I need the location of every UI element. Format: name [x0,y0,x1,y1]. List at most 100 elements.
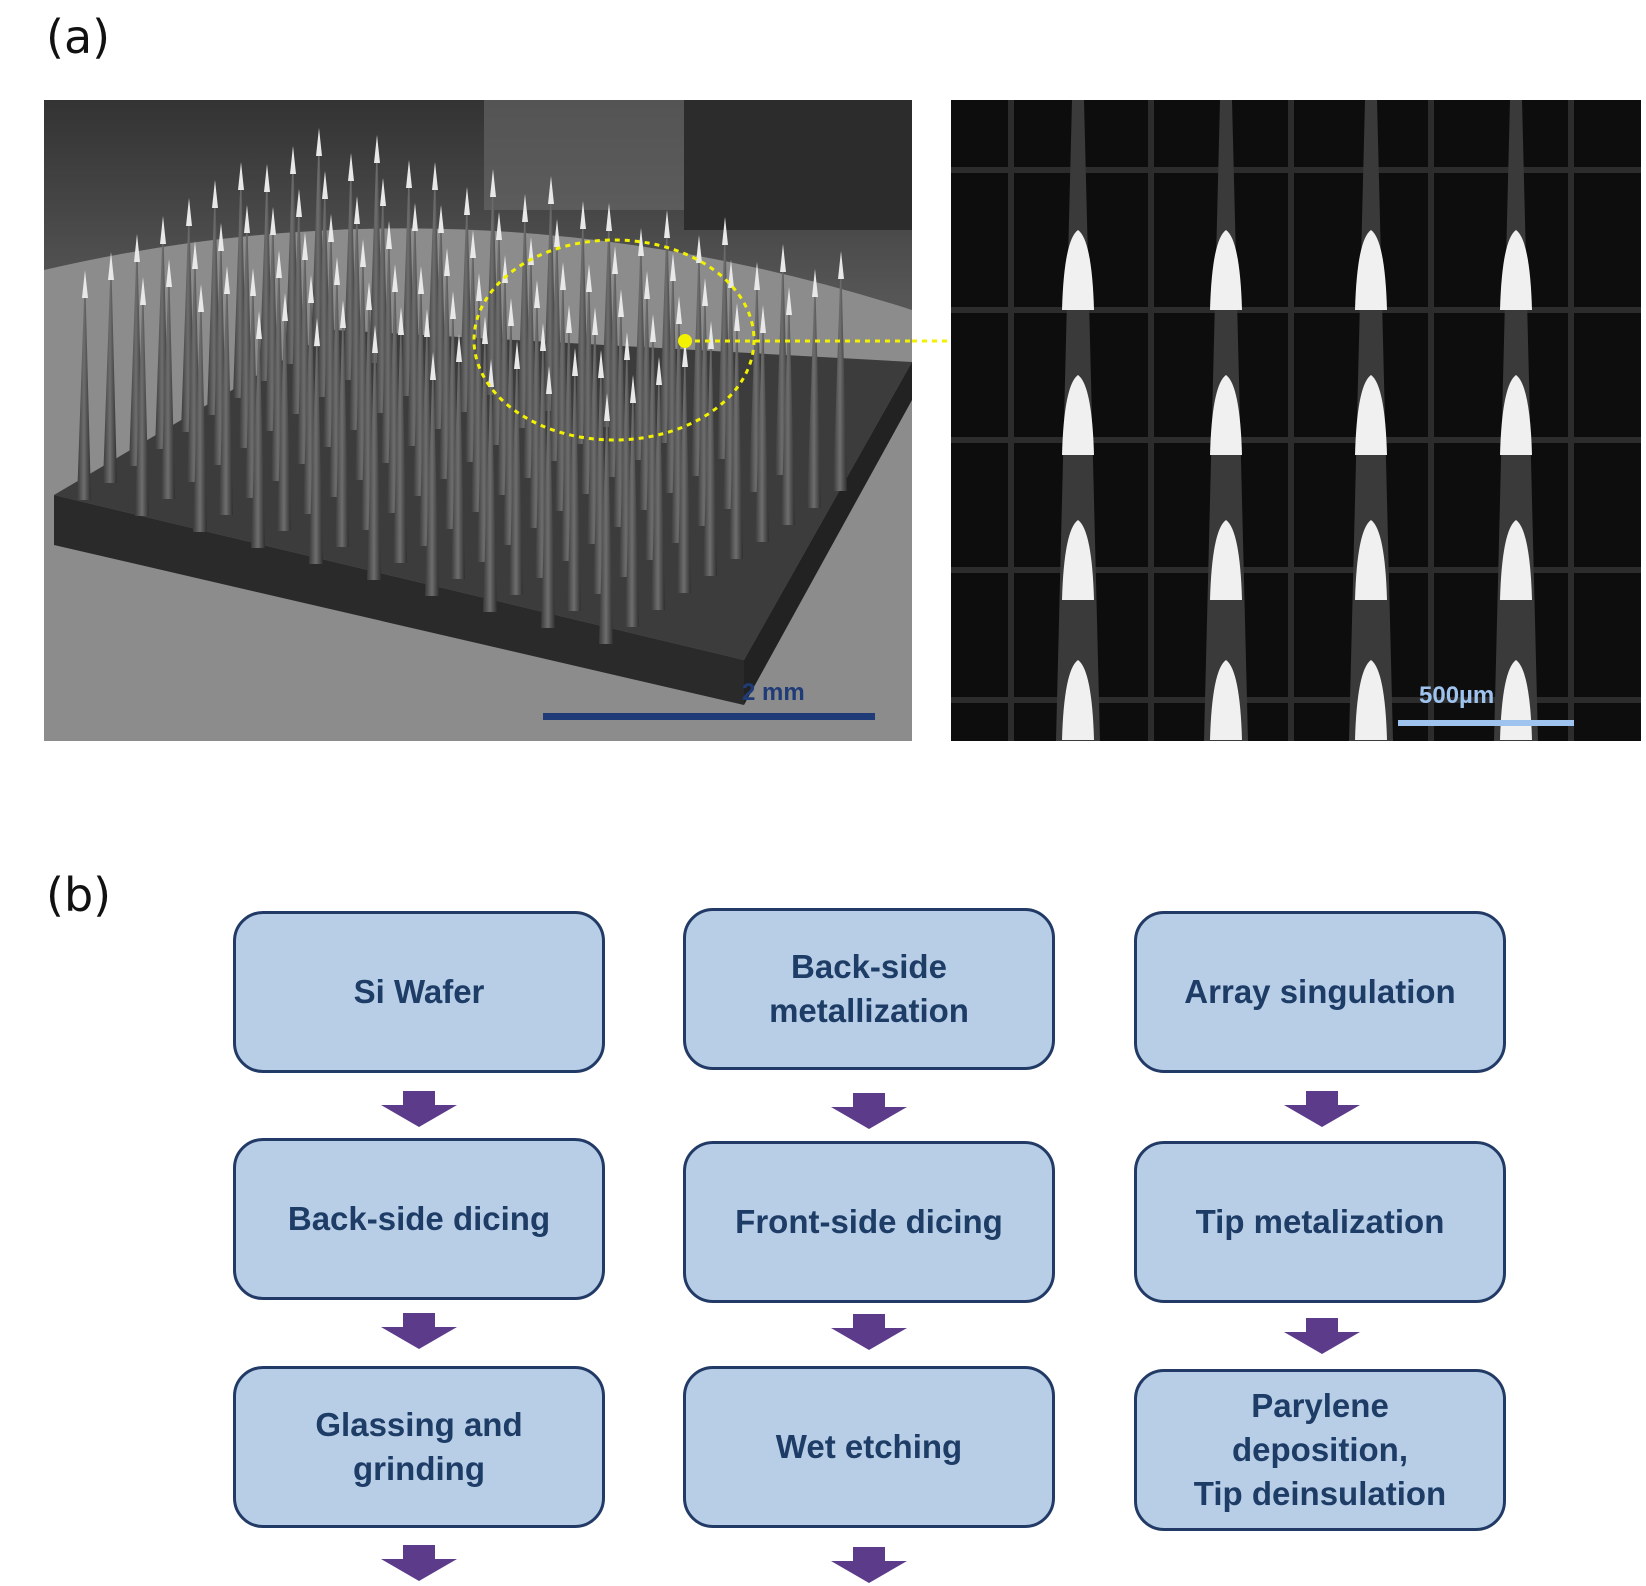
needle-tip [1210,375,1242,455]
step-label: Wet etching [775,1428,963,1466]
needle-tip [644,271,650,299]
needle-tip [450,291,456,319]
needle-tip [548,176,554,204]
needle-tip [572,348,578,376]
needle-shaft [77,270,91,500]
needle-tip [212,180,218,208]
needle-tip [760,305,766,333]
step-parylene-deposition-tip-deinsulation: Parylene deposition, Tip deinsulation [1134,1369,1506,1531]
needle-tip [316,128,322,156]
down-arrow-icon [381,1313,457,1349]
needle-shaft [335,300,349,547]
needle-tip [1355,230,1387,310]
needle-shaft [807,269,821,508]
needle-tip [598,350,604,378]
needle-tip [314,318,320,346]
needle-tip [566,305,572,333]
step-glassing-and-grinding: Glassing and grinding [233,1366,605,1528]
needle-tip [604,393,610,421]
step-label: Back-side metallization [769,948,969,1029]
needle-shaft [193,284,207,532]
needle-shaft [781,287,795,525]
needle-tip [554,219,560,247]
needle-tip [696,235,702,263]
needle-tip [198,284,204,312]
needle-tip [322,171,328,199]
needle-tip [754,262,760,290]
down-arrow-icon [831,1093,907,1129]
step-label: Glassing and grinding [315,1406,523,1487]
needle-tip [514,341,520,369]
needle-shaft [729,303,743,559]
down-arrow-icon [1284,1318,1360,1354]
needle-shaft [567,348,581,611]
needle-shaft [103,252,117,483]
needle-tip [264,164,270,192]
needle-tip [522,194,528,222]
needle-tip [1210,520,1242,600]
needle-tip [108,252,114,280]
needle-tip [702,278,708,306]
panel-b-label: (b) [46,868,112,922]
needle-tip [418,266,424,294]
needle-tip [488,359,494,387]
needle-tip [812,269,818,297]
needle-shaft [309,318,323,564]
step-label: Array singulation [1184,973,1456,1011]
needle-tip [1355,520,1387,600]
needle-tip [1210,660,1242,740]
needle-tip [1062,520,1094,600]
needle-shaft [161,259,175,499]
needle-tip [1500,230,1532,310]
needle-shaft [425,352,439,596]
sem-image-array-overview [44,100,912,741]
down-arrow-icon [831,1314,907,1350]
needle-tip [656,357,662,385]
needle-tip [360,239,366,267]
needle-tip [1062,375,1094,455]
needle-tip [186,198,192,226]
needle-tip [728,260,734,288]
needle-tip [722,217,728,245]
needle-tip [398,307,404,335]
needle-tip [630,375,636,403]
needle-tip [560,262,566,290]
needle-tip [270,207,276,235]
needle-tip [406,160,412,188]
down-arrow-icon [381,1091,457,1127]
needle-tip [618,289,624,317]
needle-shaft [599,393,613,644]
down-arrow-icon [381,1545,457,1581]
needle-tip [1062,660,1094,740]
needle-tip [424,309,430,337]
needle-tip [386,221,392,249]
step-label: Si Wafer [353,973,485,1011]
needle-shaft [451,334,465,579]
needle-tip [1500,520,1532,600]
needle-tip [82,270,88,298]
needle-tip [780,244,786,272]
step-label: Front-side dicing [735,1203,1003,1241]
needle-shaft [703,321,717,576]
needle-tip [218,223,224,251]
needle-tip [592,307,598,335]
needle-tip [1500,375,1532,455]
needle-tip [348,153,354,181]
needle-tip [290,146,296,174]
needle-tip [438,205,444,233]
needle-tip [546,366,552,394]
needle-tip [372,325,378,353]
needle-tip [444,248,450,276]
step-front-side-dicing: Front-side dicing [683,1141,1055,1303]
needle-tip [664,210,670,238]
needle-tip [534,280,540,308]
needle-tip [140,277,146,305]
needle-tip [244,205,250,233]
needle-shaft [651,357,665,610]
step-array-singulation: Array singulation [1134,911,1506,1073]
needle-tip [296,189,302,217]
needle-tip [1355,375,1387,455]
needle-tip [166,259,172,287]
needle-tip [432,162,438,190]
sem-closeup-graphic [951,100,1641,741]
